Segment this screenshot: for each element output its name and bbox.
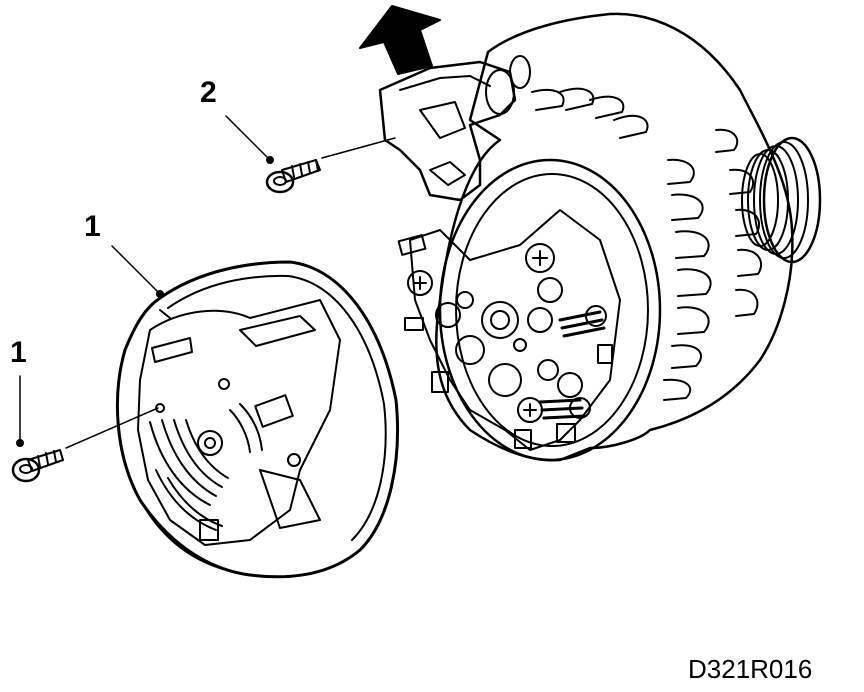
terminal-studs (397, 234, 613, 449)
figure-id: D321R016 (688, 654, 813, 684)
callout-label-screw: 1 (10, 336, 27, 369)
cover-screw (11, 407, 159, 483)
regulator-screw (265, 137, 396, 194)
pulley (741, 136, 822, 264)
rectifier-plate (409, 209, 621, 451)
arrow-up-icon (359, 5, 441, 75)
callout-1-cover-leader (111, 245, 164, 298)
cooling-fins (531, 87, 763, 401)
callout-1-screw-leader (16, 375, 24, 447)
alternator-body (397, 12, 822, 462)
callout-label-regulator: 2 (200, 76, 217, 109)
callout-label-cover: 1 (84, 210, 101, 243)
voltage-regulator (378, 55, 531, 202)
callout-2-leader (225, 115, 274, 164)
rear-cover (115, 260, 399, 579)
